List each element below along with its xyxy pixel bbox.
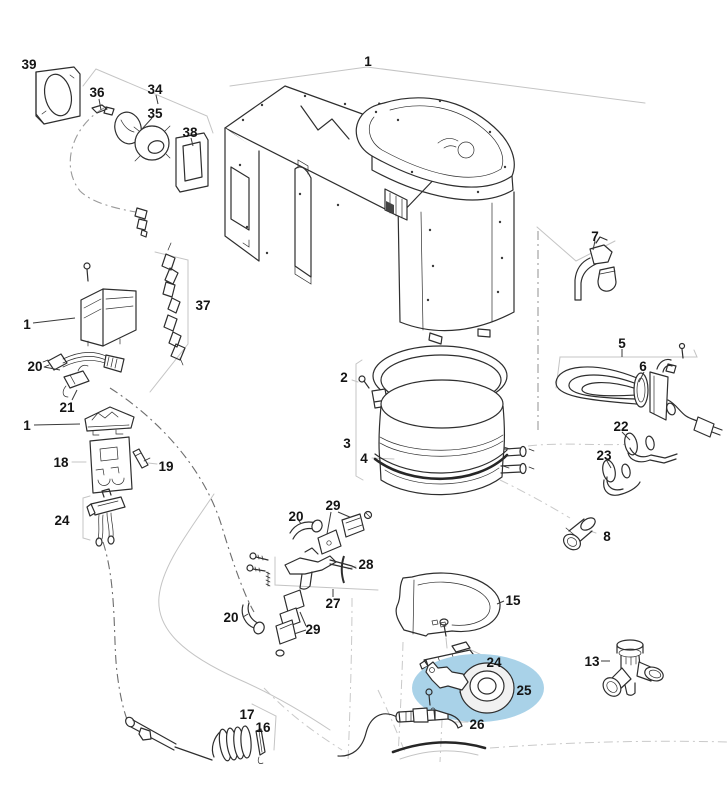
part-label-29-lower[interactable]: 29: [305, 622, 320, 637]
panel-frame-39-drawing: [35, 66, 81, 125]
part-label-23[interactable]: 23: [596, 448, 612, 463]
part-label-16[interactable]: 16: [255, 720, 271, 735]
bottom-housing-arc-drawing: [391, 741, 487, 760]
faucet-7-drawing: [574, 236, 617, 301]
part-label-37[interactable]: 37: [195, 298, 210, 313]
thermostat-probe-drawing: [125, 716, 213, 761]
part-label-38[interactable]: 38: [182, 125, 198, 140]
connector-36-drawing: [91, 104, 115, 116]
part-label-3[interactable]: 3: [343, 436, 351, 451]
part-label-20-harness[interactable]: 20: [27, 359, 42, 374]
wire-harness-20-drawing: [42, 352, 125, 373]
housing-assembly-drawing: [224, 85, 515, 345]
boiler-tank-drawing: [358, 345, 535, 496]
part-label-34[interactable]: 34: [147, 82, 163, 97]
highlighted-part-25[interactable]: [412, 654, 544, 722]
gaskets-22-23-drawing: [602, 432, 678, 496]
label-ticks: [32, 94, 645, 662]
part-labels: 1 39 36 34 35 38 7 37 1 20 21 1 18 19 24…: [21, 54, 647, 735]
part-label-21[interactable]: 21: [59, 400, 75, 415]
t-valve-13-drawing: [602, 639, 664, 697]
fuse-19-drawing: [132, 448, 151, 469]
bracket-band-15-drawing: [395, 572, 501, 637]
part-label-15[interactable]: 15: [505, 593, 521, 608]
part-label-36[interactable]: 36: [89, 85, 105, 100]
part-label-5[interactable]: 5: [618, 336, 626, 351]
valve-group-27-drawing: [246, 510, 373, 597]
hose-20-lower-drawing: [241, 602, 265, 635]
cable-fitting-26-drawing: [337, 707, 463, 757]
part-label-27[interactable]: 27: [325, 596, 340, 611]
part-label-24-right[interactable]: 24: [486, 655, 502, 670]
part-label-1-tri[interactable]: 1: [23, 418, 31, 433]
part-label-7[interactable]: 7: [591, 229, 599, 244]
elbow-fitting-8-drawing: [563, 517, 596, 551]
part-label-17[interactable]: 17: [239, 707, 254, 722]
part-label-18[interactable]: 18: [53, 455, 69, 470]
part-label-39[interactable]: 39: [21, 57, 36, 72]
part-label-22[interactable]: 22: [613, 419, 628, 434]
part-label-2[interactable]: 2: [340, 370, 348, 385]
part-label-1-housing[interactable]: 1: [364, 54, 372, 69]
panel-frame-38-drawing: [175, 132, 209, 193]
corner-bracket-1-drawing: [80, 262, 137, 347]
part-label-29-upper[interactable]: 29: [325, 498, 340, 513]
component-21-drawing: [62, 364, 90, 398]
sensor-coil-17-16-drawing: [211, 725, 266, 764]
part-label-8[interactable]: 8: [603, 529, 611, 544]
cable-end-connector-drawing: [134, 207, 148, 238]
heating-element-drawing: [555, 342, 723, 438]
part-label-28[interactable]: 28: [358, 557, 374, 572]
part-label-1-bracket[interactable]: 1: [23, 317, 31, 332]
mounting-plate-18-drawing: [89, 436, 133, 494]
part-label-24-left[interactable]: 24: [54, 513, 70, 528]
cable-chain-37-drawing: [161, 242, 186, 366]
part-label-20-mid[interactable]: 20: [288, 509, 303, 524]
pump-35-drawing: [114, 111, 171, 162]
part-label-20-lower[interactable]: 20: [223, 610, 238, 625]
clamp-blocks-29-lower-drawing: [275, 589, 307, 657]
part-label-6[interactable]: 6: [639, 359, 647, 374]
part-label-19[interactable]: 19: [158, 459, 173, 474]
triangular-bracket-1-drawing: [84, 406, 135, 436]
part-label-13[interactable]: 13: [584, 654, 600, 669]
part-label-4[interactable]: 4: [360, 451, 368, 466]
part-label-35[interactable]: 35: [147, 106, 163, 121]
part-label-26[interactable]: 26: [469, 717, 485, 732]
valve-24-left-drawing: [86, 488, 126, 547]
part-label-25[interactable]: 25: [516, 683, 532, 698]
